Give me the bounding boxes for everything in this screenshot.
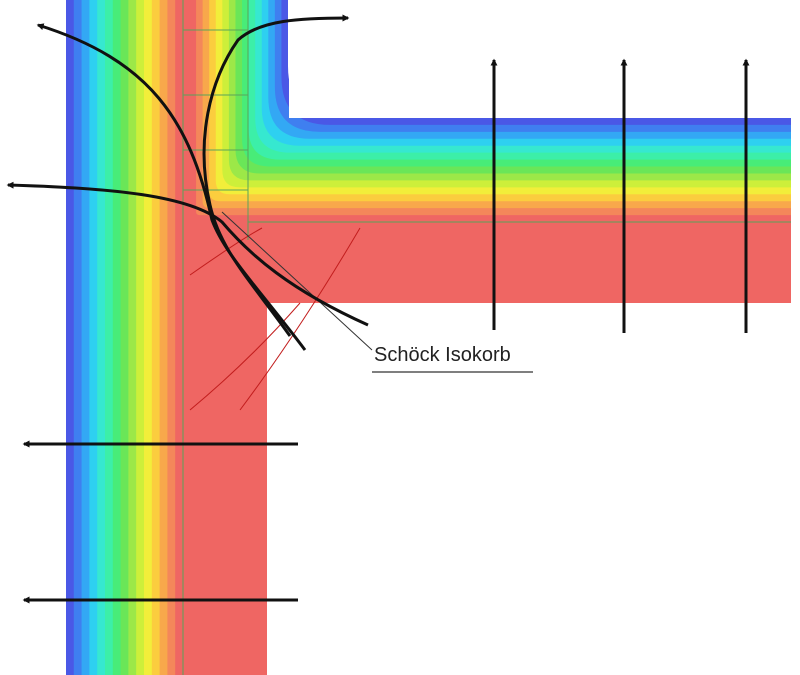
- label-leader-line: [221, 211, 373, 351]
- isotherm-red-3: [239, 227, 361, 411]
- component-grid: [182, 0, 791, 675]
- isotherm-lines: [189, 227, 361, 411]
- isotherm-red-1: [189, 227, 263, 276]
- isotherm-red-2: [189, 302, 301, 411]
- schoeck-isokorb-label: Schöck Isokorb: [374, 344, 511, 366]
- temperature-field: [66, 0, 791, 675]
- arrow-corner-3: [202, 14, 350, 337]
- warm-zone: [183, 222, 791, 675]
- arrow-corner-2: [36, 23, 307, 351]
- arrow-corner-1: [6, 181, 369, 327]
- heat-flow-arrows: [6, 14, 750, 604]
